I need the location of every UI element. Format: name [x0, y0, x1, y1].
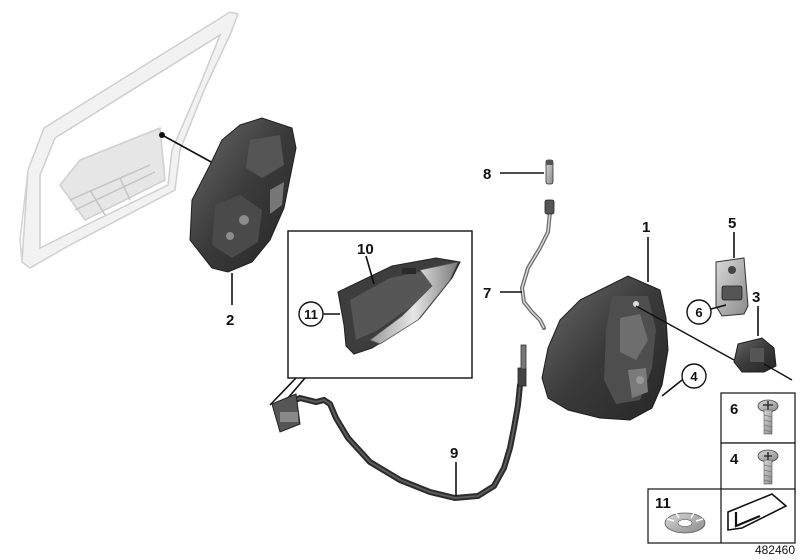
- callout-4: 4: [690, 369, 698, 384]
- callout-3: 3: [752, 289, 760, 306]
- callout-4-circle: [681, 363, 707, 389]
- callout-2: 2: [226, 312, 234, 329]
- leader-10: [365, 255, 375, 285]
- door-leader-line: [161, 134, 214, 164]
- document-id: 482460: [755, 543, 795, 557]
- callout-6-circle: [686, 299, 712, 325]
- screw-icon-6: [757, 399, 779, 435]
- clip-icon-11: [664, 512, 706, 534]
- callout-1: 1: [642, 219, 650, 236]
- bowden-cable-part-9: [271, 344, 527, 502]
- legend-label-11: 11: [655, 495, 671, 512]
- callout-9: 9: [450, 445, 458, 462]
- inset-box-inner-handle: [269, 230, 473, 406]
- callout-7: 7: [483, 285, 491, 302]
- screw-icon-4: [757, 449, 779, 485]
- callout-5: 5: [728, 215, 736, 232]
- door-frame-illustration: [19, 11, 240, 269]
- callout-11: 11: [304, 307, 318, 322]
- arrow-symbol-icon: [727, 493, 788, 531]
- legend-fasteners: [647, 392, 796, 544]
- rod-part-7: [519, 199, 555, 330]
- striker-part-5: [715, 257, 749, 317]
- legend-label-4: 4: [730, 451, 739, 468]
- striker-cover-part-3: [733, 337, 793, 381]
- callout-8: 8: [483, 166, 491, 183]
- leader-6: [710, 304, 727, 310]
- callout-10: 10: [357, 241, 374, 258]
- callout-6: 6: [695, 305, 702, 320]
- pin-part-8: [545, 159, 554, 185]
- door-lock-part-1: [541, 275, 735, 421]
- door-lock-part-2: [189, 117, 297, 273]
- legend-label-6: 6: [730, 401, 738, 418]
- leader-4: [661, 379, 683, 397]
- inner-handle-part-10: [337, 257, 461, 355]
